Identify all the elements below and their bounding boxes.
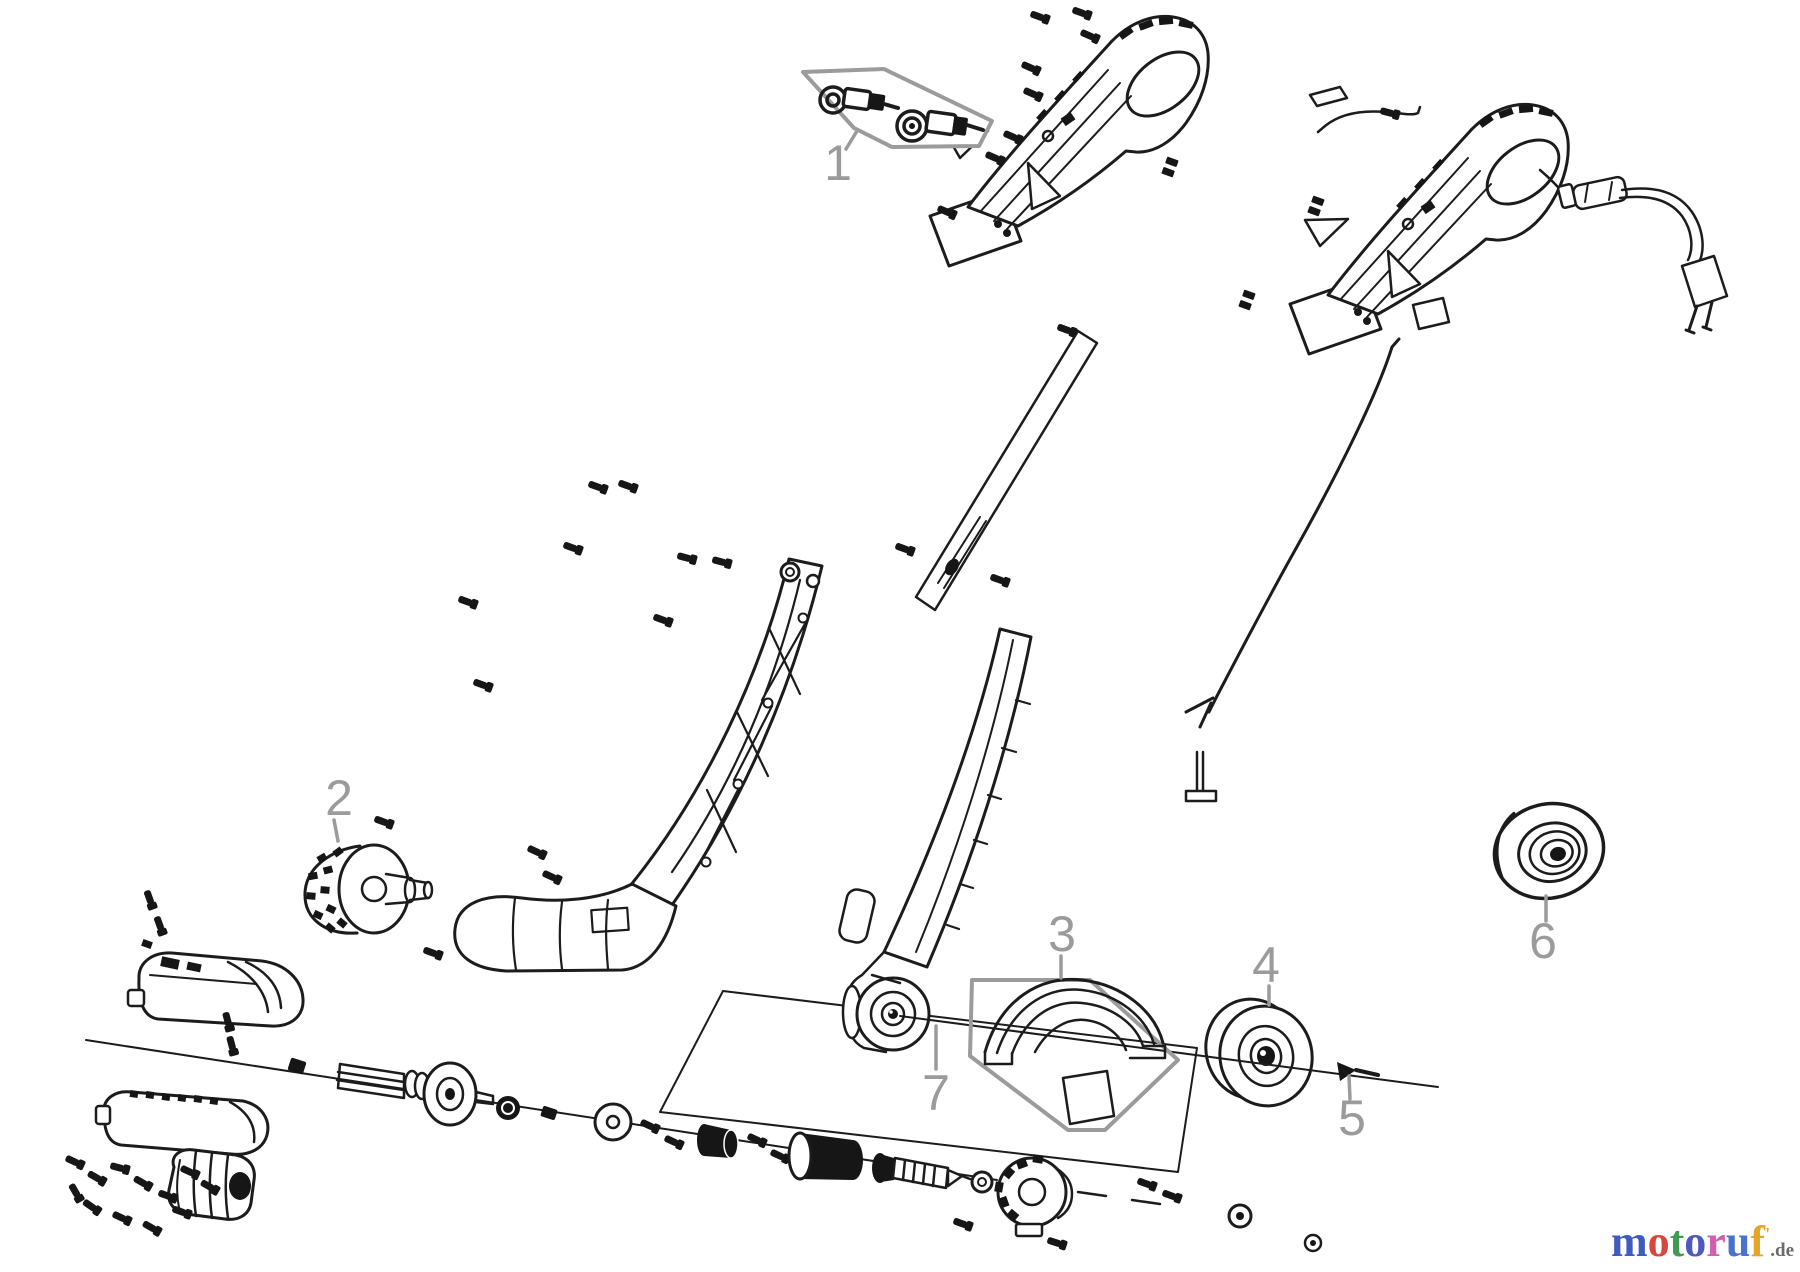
part-4-wheel — [1218, 1004, 1314, 1108]
power-cord — [1538, 168, 1729, 335]
hex-nut — [287, 1057, 307, 1075]
logo-letter: o — [1684, 1217, 1707, 1266]
screw — [661, 1131, 687, 1153]
screws — [62, 3, 1403, 1253]
washer-hole — [605, 1114, 621, 1130]
logo-letter: m — [1610, 1217, 1648, 1266]
motor-armature — [335, 1061, 495, 1127]
small-washer-hole — [1236, 1212, 1244, 1220]
logo-letter: o — [1647, 1217, 1670, 1266]
logo-letter: f — [1750, 1217, 1765, 1266]
logo-tick: ' — [1764, 1224, 1771, 1246]
motor-housing-lower — [94, 1089, 270, 1156]
motoruf-logo[interactable]: motoruf'.de — [1611, 1220, 1794, 1264]
part-6-line-spool — [1492, 801, 1606, 901]
part-3-guard-assembly — [968, 977, 1180, 1132]
trimmer-head-parts-row — [287, 1057, 1323, 1253]
hex-nut — [540, 1105, 558, 1121]
part-label-7: 7 — [922, 1065, 950, 1121]
spool-holder-knob — [994, 1154, 1074, 1238]
small-block — [1411, 296, 1451, 331]
part-label-5: 5 — [1338, 1090, 1366, 1146]
callout-leaders — [332, 129, 1548, 1101]
part-5-screw — [1337, 1062, 1380, 1081]
logo-letter: t — [1669, 1217, 1685, 1266]
part-2-spool-knob — [303, 843, 434, 935]
logo-letter: u — [1725, 1217, 1751, 1266]
part-label-4: 4 — [1252, 937, 1280, 993]
small-washer-hole — [1310, 1240, 1316, 1246]
support-bracket — [1184, 750, 1218, 803]
throttle-rod — [1184, 337, 1401, 729]
washer — [593, 1102, 633, 1142]
drive-hub — [697, 1124, 739, 1159]
shaft-housing-left — [453, 557, 824, 973]
bearing-ball — [496, 1096, 520, 1120]
part-1-switch-assembly — [801, 67, 994, 149]
logo-suffix: .de — [1770, 1240, 1794, 1261]
bearing-cup — [872, 1153, 894, 1183]
shaft-housing-right — [838, 627, 1033, 1054]
bent-wire — [1316, 105, 1422, 134]
screw — [637, 1115, 663, 1137]
assembly-plane-outline — [659, 990, 1198, 1173]
logo-letter: r — [1706, 1217, 1726, 1266]
retainer-ring — [970, 1170, 994, 1194]
axis-dashes — [1076, 1190, 1162, 1206]
clutch-cylinder — [787, 1131, 863, 1181]
part-label-1: 1 — [824, 135, 852, 191]
cable-clip — [1308, 85, 1349, 108]
bearing-ball-ring — [501, 1101, 515, 1115]
spindle-shaft — [891, 1156, 972, 1190]
power-plug — [1680, 254, 1729, 335]
part-label-3: 3 — [1048, 906, 1076, 962]
part-label-2: 2 — [325, 770, 353, 826]
screw — [744, 1129, 770, 1151]
motor-housing-upper — [126, 951, 305, 1028]
shaft-cover-strip — [914, 329, 1099, 612]
retainer-ring-hole — [977, 1177, 987, 1187]
part-label-6: 6 — [1529, 913, 1557, 969]
